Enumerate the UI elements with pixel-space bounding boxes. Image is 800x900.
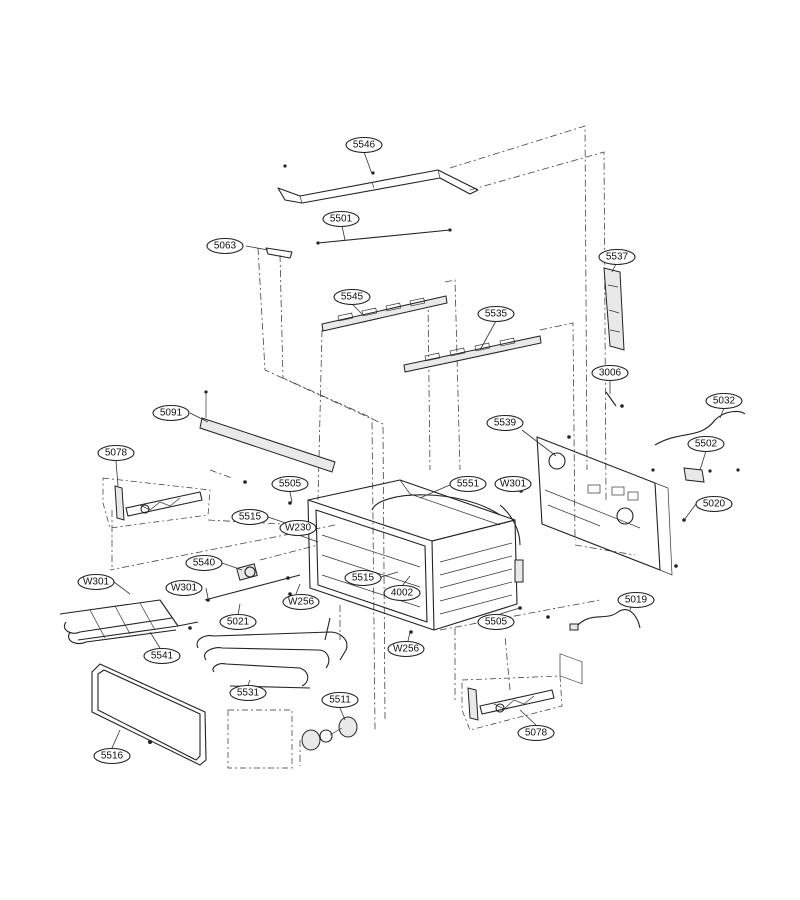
callout-5515-upper: 5515: [231, 508, 269, 526]
callout-3006-text: 3006: [599, 368, 622, 379]
callout-5502: 5502: [687, 435, 725, 453]
callout-5511: 5511: [321, 691, 359, 709]
callout-5551: 5551: [449, 475, 487, 493]
callout-5540-text: 5540: [193, 558, 216, 569]
callout-w256-lower-text: W256: [393, 644, 420, 655]
callout-4002-text: 4002: [391, 588, 414, 599]
callout-5063: 5063: [206, 237, 244, 255]
part-rear-panel: [536, 435, 673, 685]
callout-5078-right: 5078: [517, 724, 555, 742]
callout-5540: 5540: [185, 554, 223, 572]
callout-5501-text: 5501: [330, 214, 353, 225]
small-screws: [188, 489, 686, 634]
callout-w301-center: W301: [165, 579, 203, 597]
callout-w301-rear-text: W301: [500, 479, 527, 490]
callout-3006: 3006: [591, 364, 629, 382]
callout-5501: 5501: [322, 210, 360, 228]
callout-5515-lower: 5515: [344, 569, 382, 587]
part-heating-element-upper: [59, 599, 199, 645]
callout-4002: 4002: [383, 584, 421, 602]
callout-5535: 5535: [477, 305, 515, 323]
callout-w256-upper: W256: [282, 593, 320, 611]
callout-5537: 5537: [598, 248, 636, 266]
part-screw: [605, 391, 624, 408]
callout-5019-text: 5019: [625, 595, 648, 606]
callout-5032-text: 5032: [713, 396, 736, 407]
part-vent-plate: [321, 295, 448, 332]
callout-5551-text: 5551: [457, 479, 480, 490]
callout-5505-lower-text: 5505: [485, 617, 508, 628]
part-lamp: [227, 709, 358, 769]
callout-5546-text: 5546: [353, 140, 376, 151]
part-rod: [316, 228, 452, 245]
callout-5078-right-text: 5078: [525, 728, 548, 739]
callout-5537-text: 5537: [606, 252, 629, 263]
part-sensor-cable: [569, 609, 641, 631]
callout-5063-text: 5063: [214, 241, 237, 252]
part-hinge-left: [102, 477, 211, 529]
callout-5515-upper-text: 5515: [239, 512, 262, 523]
part-clip: [265, 247, 293, 259]
part-thermostat: [651, 467, 740, 483]
callout-5032: 5032: [705, 392, 743, 410]
callout-5516: 5516: [93, 747, 131, 765]
leader-lines: [111, 151, 725, 749]
callout-5545-text: 5545: [341, 292, 364, 303]
callout-w230: W230: [279, 519, 317, 537]
callout-w301-left-text: W301: [83, 577, 110, 588]
callout-w301-rear: W301: [494, 475, 532, 493]
callout-w301-left: W301: [77, 573, 115, 591]
callout-5511-text: 5511: [329, 695, 351, 706]
part-door-gasket: [91, 663, 207, 766]
callout-5078-left: 5078: [97, 444, 135, 462]
callout-w230-text: W230: [285, 523, 312, 534]
callout-5539: 5539: [486, 414, 524, 432]
callout-5021: 5021: [219, 613, 257, 631]
callout-5541-text: 5541: [151, 651, 174, 662]
callout-w256-lower: W256: [387, 640, 425, 658]
callout-5505-top-text: 5505: [279, 479, 302, 490]
part-heating-element-lower: [196, 617, 348, 689]
callout-w301-center-text: W301: [171, 583, 198, 594]
assembly-guide-lines: [109, 125, 636, 766]
callout-5019: 5019: [617, 591, 655, 609]
callout-5541: 5541: [143, 647, 181, 665]
callout-5091: 5091: [152, 404, 190, 422]
callout-5505-top: 5505: [271, 475, 309, 493]
callout-5545: 5545: [333, 288, 371, 306]
callout-5535-text: 5535: [485, 309, 508, 320]
part-rail: [199, 390, 336, 473]
part-vertical-bracket: [603, 267, 625, 351]
callout-5516-text: 5516: [101, 751, 124, 762]
callout-5539-text: 5539: [494, 418, 517, 429]
callout-5502-text: 5502: [695, 439, 718, 450]
part-hinge-right: [461, 675, 563, 731]
callout-5020-text: 5020: [703, 499, 726, 510]
callout-5515-lower-text: 5515: [352, 573, 375, 584]
callout-5021-text: 5021: [227, 617, 250, 628]
part-small-switch: [204, 480, 301, 602]
callout-w256-upper-text: W256: [288, 597, 315, 608]
callout-5546: 5546: [345, 136, 383, 154]
callout-labels: 5546 5501 5063 5537 5545 5535 3006 5091 …: [77, 136, 743, 765]
part-top-bracket: [277, 164, 479, 204]
callout-5020: 5020: [695, 495, 733, 513]
callout-5531-text: 5531: [237, 688, 260, 699]
callout-5091-text: 5091: [160, 408, 183, 419]
callout-5505-lower: 5505: [477, 613, 515, 631]
callout-5078-left-text: 5078: [105, 448, 128, 459]
part-vent-plate-lower: [403, 335, 542, 373]
part-power-cord: [654, 410, 746, 446]
callout-5531: 5531: [229, 684, 267, 702]
